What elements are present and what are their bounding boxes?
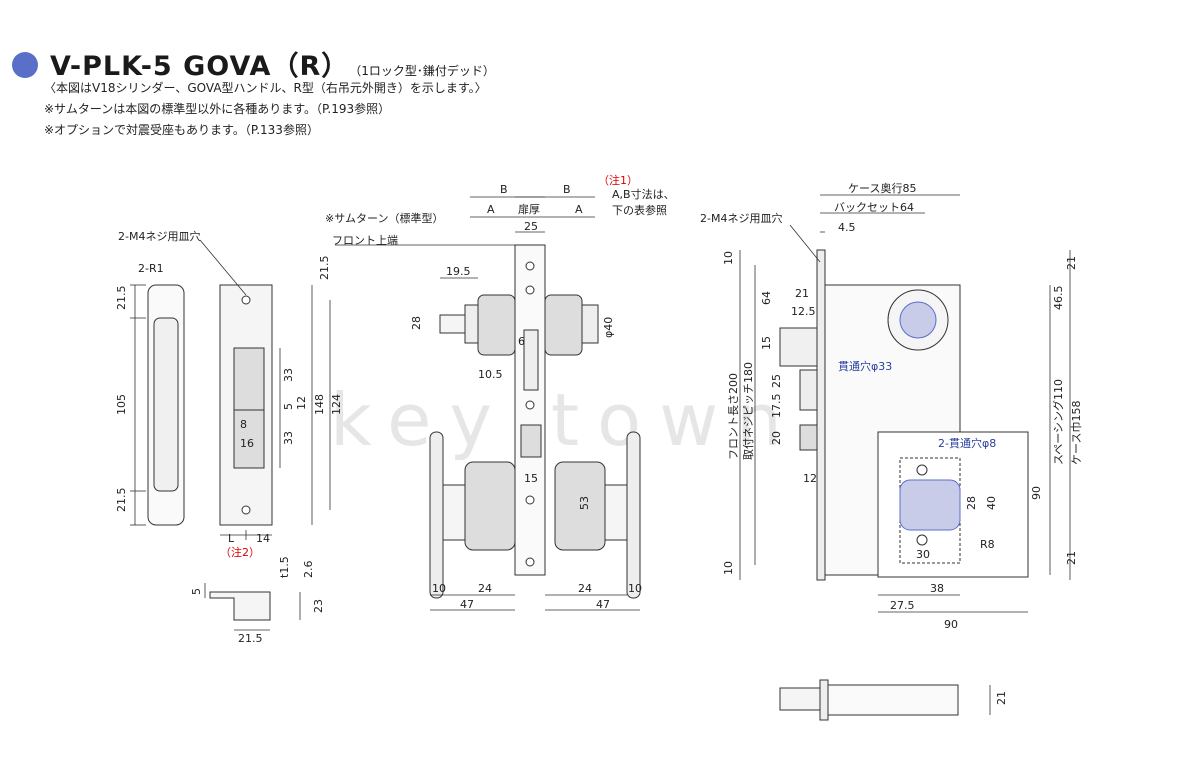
dim-10a: 10	[432, 582, 446, 595]
dim-B2: B	[563, 183, 571, 196]
dim-10b-side: 10	[722, 561, 735, 575]
dim-47b: 47	[596, 598, 610, 611]
dim-10t: 10	[722, 251, 735, 265]
dim-20: 20	[770, 431, 783, 445]
dim-21-right-bottom: 21	[1065, 551, 1078, 565]
dim-33b: 33	[282, 431, 295, 445]
strike-r1: 2-R1	[138, 262, 164, 275]
thumbturn-label: ※サムターン（標準型）	[325, 211, 443, 225]
strike-note2: （注2）	[220, 545, 260, 559]
dim-23: 23	[312, 599, 325, 613]
dim-40s: 40	[985, 496, 998, 510]
dim-t1-5: t1.5	[278, 556, 291, 578]
side-screw-label: 2-M4ネジ用皿穴	[700, 211, 782, 225]
dim-90: 90	[944, 618, 958, 631]
dim-148: 148	[313, 394, 326, 415]
dim-27-5: 27.5	[890, 599, 915, 612]
dim-33a: 33	[282, 368, 295, 382]
dim-10b: 10	[628, 582, 642, 595]
dim-21-right: 21	[1065, 256, 1078, 270]
dim-B1: B	[500, 183, 508, 196]
dim-8: 8	[240, 418, 247, 431]
dim-30: 30	[916, 548, 930, 561]
dim-15s: 15	[760, 336, 773, 350]
dim-105: 105	[115, 394, 128, 415]
product-subtitle: （1ロック型･鎌付デッド）	[355, 64, 495, 78]
note1-text2: 下の表参照	[612, 203, 667, 217]
side-lock-view: 2-M4ネジ用皿穴 ケース奥行85 バックセット64 4.5 10 64 21 …	[700, 181, 1083, 721]
dim-14: 14	[256, 532, 270, 545]
dim-28: 28	[410, 316, 423, 330]
dim-15: 15	[524, 472, 538, 485]
note1-text1: A,B寸法は、	[612, 187, 675, 201]
watermark-text: key town	[330, 378, 800, 462]
dim-12-5: 12.5	[791, 305, 816, 318]
dim-A2: A	[575, 203, 583, 216]
dim-6: 6	[518, 335, 525, 348]
case-width: ケース巾158	[1069, 401, 1083, 465]
backset: バックセット64	[834, 201, 914, 214]
front-top-label: フロント上端	[332, 234, 398, 247]
dim-21-5-top: 21.5	[115, 286, 128, 311]
dim-21-bolt: 21	[995, 691, 1008, 705]
dim-21-5: 21.5	[318, 256, 331, 281]
dim-28s: 28	[965, 496, 978, 510]
dim-25s: 25	[770, 374, 783, 388]
dim-2-6: 2.6	[302, 561, 315, 579]
dim-46-5: 46.5	[1052, 286, 1065, 311]
dim-17-5: 17.5	[770, 394, 783, 419]
front-length: フロント長さ200	[727, 373, 740, 460]
dim-21-5-bot: 21.5	[115, 488, 128, 513]
dim-10-5: 10.5	[478, 368, 503, 381]
dim-12s: 12	[803, 472, 817, 485]
dim-A1: A	[487, 203, 495, 216]
product-title: V-PLK-5 GOVA（R）（1ロック型･鎌付デッド）	[50, 51, 495, 82]
spacing-110: スペーシング110	[1051, 379, 1065, 465]
dim-53: 53	[578, 496, 591, 510]
hole-33: 貫通穴φ33	[838, 359, 892, 373]
dim-24a: 24	[478, 582, 492, 595]
case-depth: ケース奥行85	[848, 181, 916, 195]
strike-screw-label: 2-M4ネジ用皿穴	[118, 229, 200, 243]
dim-5: 5	[282, 403, 295, 410]
dim-25: 25	[524, 220, 538, 233]
dim-64: 64	[760, 291, 773, 305]
hole-8: 2-貫通穴φ8	[938, 436, 996, 450]
door-thickness: 扉厚	[518, 203, 540, 216]
dim-12: 12	[295, 396, 308, 410]
dim-21-5w: 21.5	[238, 632, 263, 645]
dim-47a: 47	[460, 598, 474, 611]
strike-plate-view: 2-M4ネジ用皿穴 2-R1 21.5 105 21.5 33 33 5 12 …	[115, 229, 343, 645]
dim-24b: 24	[578, 582, 592, 595]
screw-pitch: 取付ネジピッチ180	[742, 362, 755, 460]
dim-124: 124	[330, 394, 343, 415]
dim-19-5: 19.5	[446, 265, 471, 278]
dim-38: 38	[930, 582, 944, 595]
dim-5b: 5	[190, 588, 203, 595]
dim-16: 16	[240, 437, 254, 450]
bullet-icon	[12, 52, 38, 78]
front-lock-view: ※サムターン（標準型） フロント上端 （注1） A,B寸法は、 下の表参照 B …	[318, 173, 675, 611]
dim-21: 21	[795, 287, 809, 300]
dim-L: L	[228, 532, 235, 545]
note-line-2: ※サムターンは本図の標準型以外に各種あります。（P.193参照）	[44, 102, 391, 116]
note1-label: （注1）	[598, 173, 638, 187]
dim-90-vertical: 90	[1030, 486, 1043, 500]
note-line-3: ※オプションで対震受座もあります。（P.133参照）	[44, 123, 319, 137]
note-line-1: 〈本図はV18シリンダー、GOVA型ハンドル、R型（右吊元外開き）を示します。〉	[44, 81, 487, 95]
dim-R8: R8	[980, 538, 995, 551]
dim-phi40: φ40	[602, 317, 615, 338]
dim-4-5: 4.5	[838, 221, 856, 234]
